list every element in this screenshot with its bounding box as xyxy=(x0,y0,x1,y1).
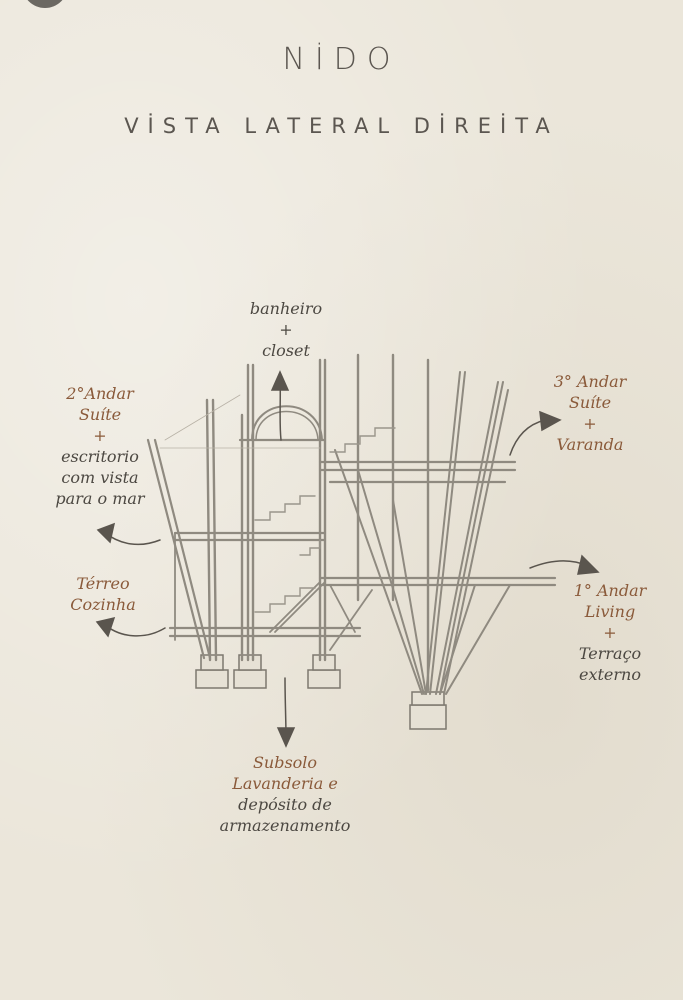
page-subtitle: VİSTA LATERAL DİREİTA xyxy=(124,114,559,138)
label-basement-line4: armazenamento xyxy=(219,816,351,835)
label-basement: Subsolo Lavanderia e depósito de armazen… xyxy=(200,752,370,836)
label-bathroom-line2: + xyxy=(279,320,293,339)
label-first-floor-line3: + xyxy=(603,623,617,642)
pointer-arrows xyxy=(95,370,600,748)
label-first-floor-line4: Terraço xyxy=(578,644,642,663)
label-third-floor-line2: Suíte xyxy=(568,393,612,412)
label-first-floor-line2: Living xyxy=(584,602,636,621)
label-bathroom-line1: banheiro xyxy=(249,299,323,318)
avatar-corner xyxy=(22,0,68,8)
label-first-floor-line1: 1° Andar xyxy=(573,581,647,600)
label-bathroom-line3: closet xyxy=(262,341,310,360)
label-third-floor-line4: Varanda xyxy=(556,435,624,454)
label-third-floor: 3° Andar Suíte + Varanda xyxy=(530,371,650,455)
label-second-floor-line5: com vista xyxy=(61,468,139,487)
page-title: NİDO xyxy=(282,42,401,77)
label-second-floor-line6: para o mar xyxy=(55,489,145,508)
footings xyxy=(195,654,447,730)
label-first-floor-line5: externo xyxy=(579,665,641,684)
label-second-floor: 2°Andar Suíte + escritorio com vista par… xyxy=(40,383,160,509)
label-second-floor-line3: + xyxy=(93,426,107,445)
label-third-floor-line1: 3° Andar xyxy=(553,372,627,391)
label-basement-line2: Lavanderia e xyxy=(232,774,338,793)
label-basement-line3: depósito de xyxy=(238,795,332,814)
label-ground-floor-line1: Térreo xyxy=(76,574,130,593)
label-second-floor-line2: Suíte xyxy=(78,405,122,424)
label-bathroom: banheiro + closet xyxy=(236,298,336,361)
label-second-floor-line1: 2°Andar xyxy=(66,384,134,403)
label-ground-floor: Térreo Cozinha xyxy=(48,573,158,615)
label-first-floor: 1° Andar Living + Terraço externo xyxy=(550,580,670,685)
label-basement-line1: Subsolo xyxy=(252,753,318,772)
label-second-floor-line4: escritorio xyxy=(61,447,139,466)
label-ground-floor-line2: Cozinha xyxy=(70,595,136,614)
label-third-floor-line3: + xyxy=(583,414,597,433)
